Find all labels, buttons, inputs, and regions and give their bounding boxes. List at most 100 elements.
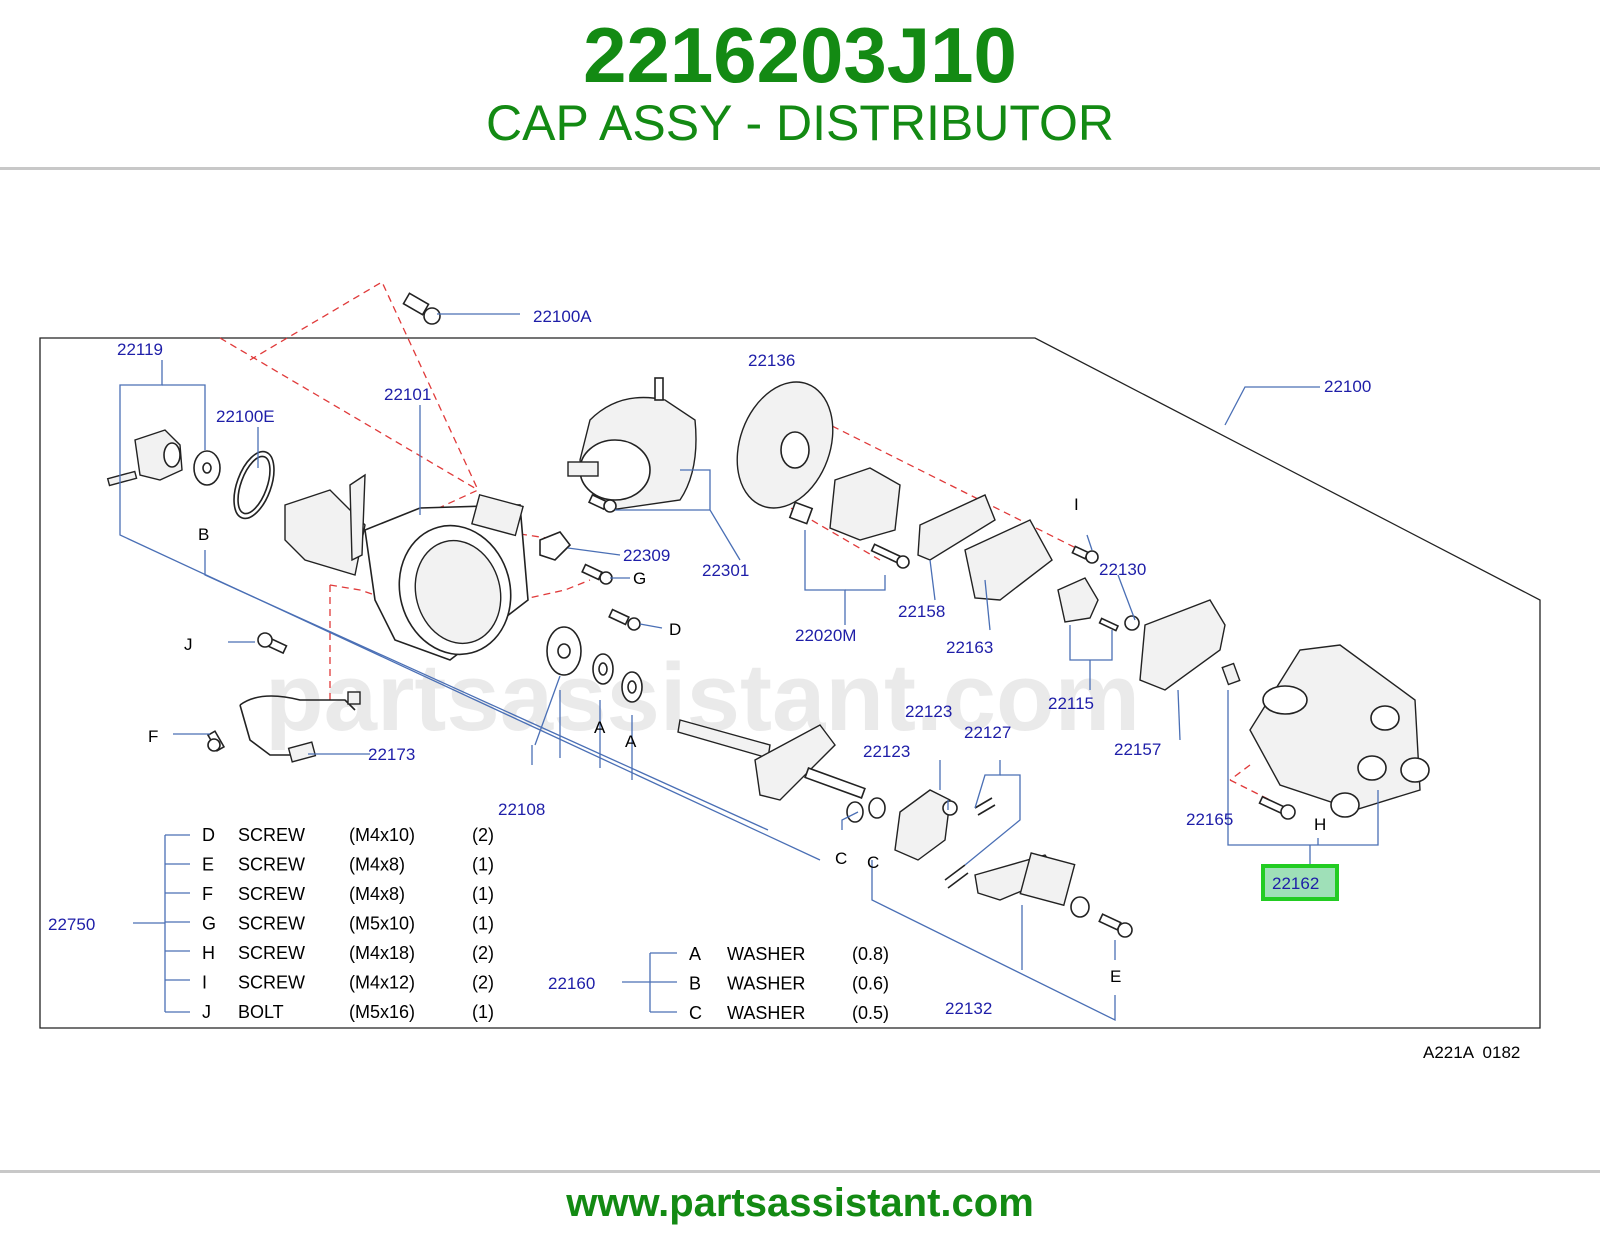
part-number-title: 2216203J10 [583,11,1017,99]
screw-code: J [202,1002,211,1022]
part-housing-22101 [284,473,529,661]
screw-code: I [202,973,207,993]
callout-22158[interactable]: 22158 [898,602,945,621]
screw-qty: (1) [472,884,494,904]
part-rotor-22157 [1139,599,1226,691]
callout-22309[interactable]: 22309 [623,546,670,565]
part-springs-22127 [944,797,996,889]
part-nut-22130 [1124,615,1140,631]
part-governor-22123 [894,789,958,861]
callout-22100[interactable]: 22100 [1324,377,1371,396]
fastener-letters: B G D J F A A C C I H E [148,495,1326,986]
callout-22130[interactable]: 22130 [1099,560,1146,579]
callout-labels: 22100A 22119 22100E 22101 22136 22100 22… [48,307,1371,1018]
callout-22173[interactable]: 22173 [368,745,415,764]
part-screw-e [1098,913,1133,938]
part-screw-22100A [402,292,441,325]
letter-c-2: C [867,853,879,872]
part-screw-vacuum [587,493,617,513]
callout-22123-upper[interactable]: 22123 [905,702,952,721]
callout-22157[interactable]: 22157 [1114,740,1161,759]
screw-code: D [202,825,215,845]
screw-name: SCREW [238,825,305,845]
screw-qty: (1) [472,855,494,875]
diagram-frame [39,337,1541,1029]
washer-size: (0.6) [852,974,889,994]
footer-website-link[interactable]: www.partsassistant.com [566,1181,1034,1225]
callout-22101[interactable]: 22101 [384,385,431,404]
callout-22132[interactable]: 22132 [945,999,992,1018]
screw-name: SCREW [238,943,305,963]
diagram-reference-code: A221A 0182 [1423,1043,1520,1062]
screw-code: H [202,943,215,963]
leader-lines [119,313,1379,1022]
callout-22108[interactable]: 22108 [498,800,545,819]
screw-qty: (1) [472,1002,494,1022]
part-screw-i [1071,545,1099,564]
part-breaker-plate-22136 [736,381,834,509]
screw-size: (M5x16) [349,1002,415,1022]
letter-h: H [1314,815,1326,834]
screw-size: (M4x12) [349,973,415,993]
callout-22165[interactable]: 22165 [1186,810,1233,829]
part-pickup-22020M [788,467,901,541]
callout-22100E[interactable]: 22100E [216,407,275,426]
screw-name: BOLT [238,1002,284,1022]
footer-divider [0,1170,1600,1173]
part-screw-f [206,730,226,752]
washer-code: C [689,1003,702,1023]
part-washers-a [546,626,643,703]
part-shaft-22132 [974,852,1090,918]
callout-22123-lower[interactable]: 22123 [863,742,910,761]
part-name-subtitle: CAP ASSY - DISTRIBUTOR [486,95,1114,151]
part-washers-c [846,797,886,823]
screw-size: (M4x18) [349,943,415,963]
part-rotor-boss-22115 [1057,577,1120,632]
callout-22127[interactable]: 22127 [964,723,1011,742]
screw-size: (M4x8) [349,884,405,904]
screw-code: E [202,855,214,875]
callout-22162[interactable]: 22162 [1272,874,1319,893]
screw-name: SCREW [238,855,305,875]
callout-22750[interactable]: 22750 [48,915,95,934]
callout-22160[interactable]: 22160 [548,974,595,993]
screw-name: SCREW [238,914,305,934]
part-shaft-22108 [677,719,866,801]
screw-code: G [202,914,216,934]
screw-size: (M4x8) [349,855,405,875]
screws-table: D SCREW (M4x10) (2) E SCREW (M4x8) (1) F SCREW (M4… [202,825,494,1022]
callout-22119[interactable]: 22119 [117,340,163,359]
letter-f: F [148,727,158,746]
screw-size: (M4x10) [349,825,415,845]
letter-j: J [184,635,193,654]
part-bolt-j [257,632,288,655]
screw-size: (M5x10) [349,914,415,934]
callout-22100A[interactable]: 22100A [533,307,592,326]
part-harness-22173 [239,691,361,763]
letter-c-1: C [835,849,847,868]
letter-a-1: A [594,718,606,737]
part-vacuum-unit-22301 [567,377,697,511]
part-ring-22100E [233,450,275,520]
screw-qty: (2) [472,825,494,845]
part-drive-gear-22119 [106,429,183,487]
part-screw-pickup [870,543,910,569]
washer-code: A [689,944,701,964]
part-washer-b [193,450,221,486]
letter-a-2: A [625,732,637,751]
highlighted-part-box[interactable] [1261,864,1339,901]
part-cap-22162 [1221,644,1430,818]
letter-g: G [633,569,646,588]
washer-name: WASHER [727,944,805,964]
screw-name: SCREW [238,884,305,904]
part-bracket-22163 [964,519,1053,601]
screw-name: SCREW [238,973,305,993]
callout-22163[interactable]: 22163 [946,638,993,657]
letter-e: E [1110,967,1121,986]
callout-22115[interactable]: 22115 [1048,694,1094,713]
callout-22301[interactable]: 22301 [702,561,749,580]
screw-code: F [202,884,213,904]
callout-22020M[interactable]: 22020M [795,626,856,645]
callout-22136[interactable]: 22136 [748,351,795,370]
